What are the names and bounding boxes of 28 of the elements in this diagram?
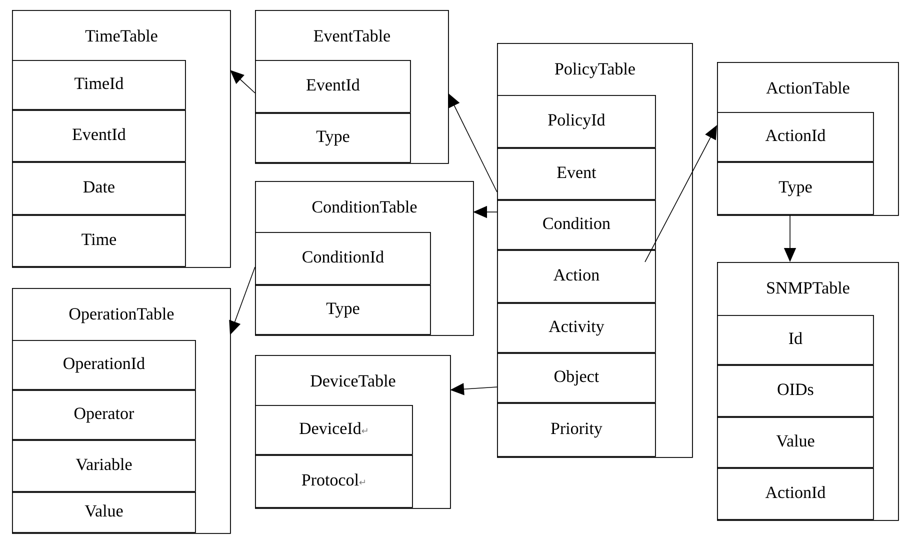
field-row: Protocol↵ [255, 455, 413, 508]
field-row: OIDs [717, 365, 874, 417]
field-row: ActionId [717, 112, 874, 162]
field-row: EventId [255, 60, 411, 113]
field-row: OperationId [12, 340, 196, 390]
field-row: Variable [12, 440, 196, 492]
field-row: ConditionId [255, 232, 431, 285]
field-row: Operator [12, 390, 196, 440]
field-row: Event [497, 148, 656, 200]
field-row: Value [12, 492, 196, 533]
field-row: Object [497, 353, 656, 403]
field-row: Type [255, 285, 431, 335]
field-row: Date [12, 162, 186, 215]
field-row: Type [717, 162, 874, 215]
field-row: Condition [497, 200, 656, 250]
field-row: Activity [497, 303, 656, 353]
arrow [230, 70, 256, 94]
field-row: Type [255, 113, 411, 163]
field-row: Value [717, 417, 874, 468]
field-row: Priority [497, 403, 656, 457]
field-row: TimeId [12, 60, 186, 110]
field-row: Action [497, 250, 656, 303]
field-row: Time [12, 215, 186, 267]
field-row: EventId [12, 110, 186, 162]
field-row: Id [717, 315, 874, 365]
field-row: PolicyId [497, 95, 656, 148]
field-row: DeviceId↵ [255, 405, 413, 455]
field-row: ActionId [717, 468, 874, 520]
